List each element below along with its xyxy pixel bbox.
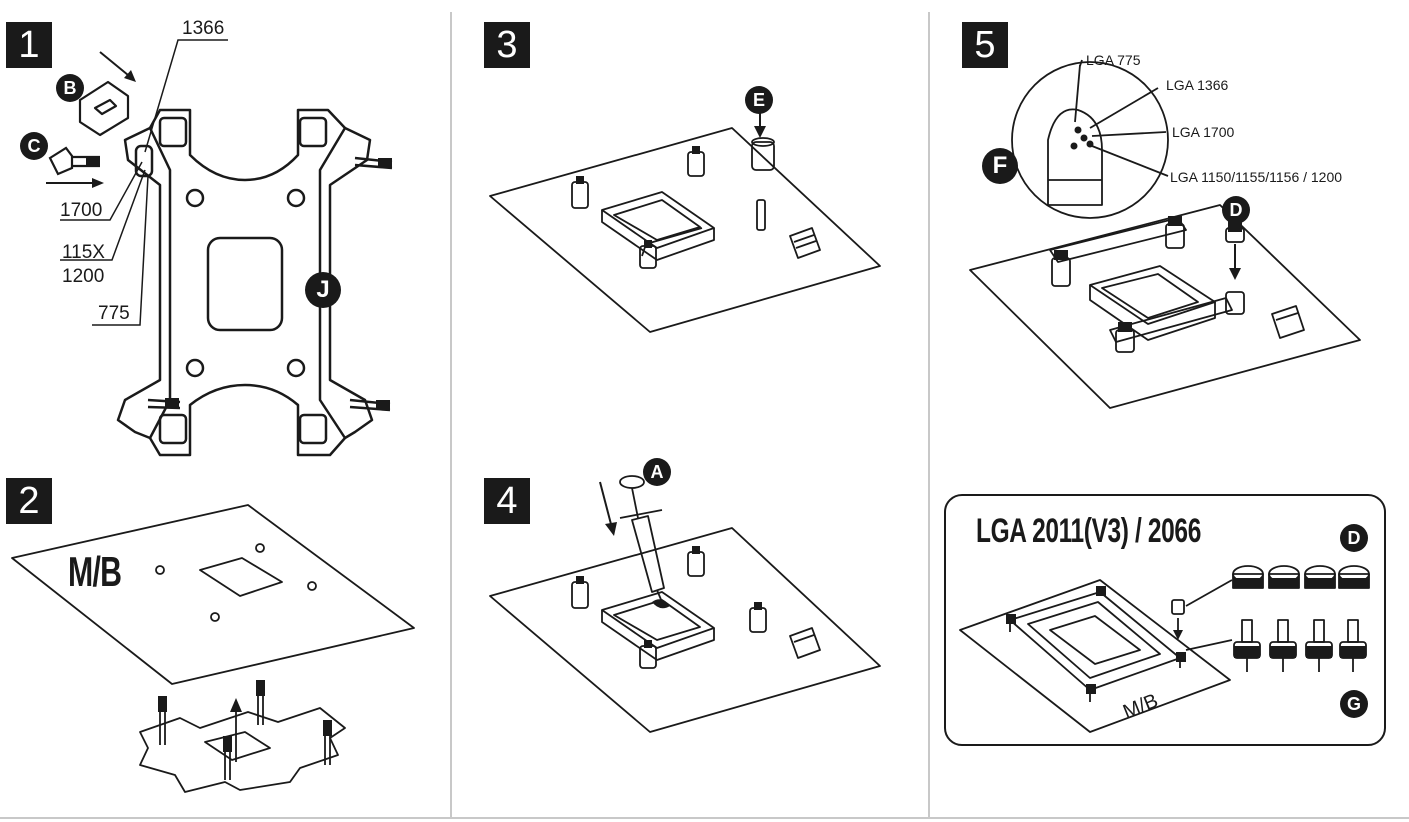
callout-g-inset: G — [1340, 690, 1368, 718]
label-115x: 115X — [62, 242, 105, 263]
socket-position-drawing — [969, 59, 1361, 409]
label-1366: 1366 — [182, 18, 225, 39]
callout-d-panel5: D — [1222, 196, 1250, 224]
socket-label-lga1366: LGA 1366 — [1166, 77, 1229, 93]
label-1700: 1700 — [60, 200, 103, 221]
label-1200: 1200 — [62, 266, 105, 287]
step-badge-3: 3 — [484, 22, 530, 68]
backplate-drawing — [46, 39, 393, 457]
motherboard-label: M/B — [68, 548, 122, 595]
socket-label-lga115x-1200: LGA 1150/1155/1156 / 1200 — [1170, 169, 1343, 185]
lga2011-inset-frame — [944, 494, 1386, 746]
callout-j: J — [305, 272, 341, 308]
callout-f: F — [982, 148, 1018, 184]
thermal-paste-drawing — [489, 475, 881, 733]
socket-label-lga775: LGA 775 — [1086, 52, 1141, 68]
motherboard-backplate-drawing — [11, 504, 415, 793]
column-divider-1 — [450, 12, 452, 817]
column-divider-2 — [928, 12, 930, 817]
callout-c: C — [20, 132, 48, 160]
step-badge-1: 1 — [6, 22, 52, 68]
callout-b: B — [56, 74, 84, 102]
standoff-installation-drawing — [489, 110, 881, 333]
step-badge-5: 5 — [962, 22, 1008, 68]
step-badge-2: 2 — [6, 478, 52, 524]
callout-e: E — [745, 86, 773, 114]
step-badge-4: 4 — [484, 478, 530, 524]
socket-label-lga1700: LGA 1700 — [1172, 124, 1235, 140]
callout-a: A — [643, 458, 671, 486]
lga2011-hardware-drawing — [959, 565, 1370, 733]
lga2011-inset-title: LGA 2011(V3) / 2066 — [976, 512, 1201, 550]
label-775: 775 — [98, 303, 130, 324]
callout-d-inset: D — [1340, 524, 1368, 552]
bottom-border — [0, 817, 1409, 819]
